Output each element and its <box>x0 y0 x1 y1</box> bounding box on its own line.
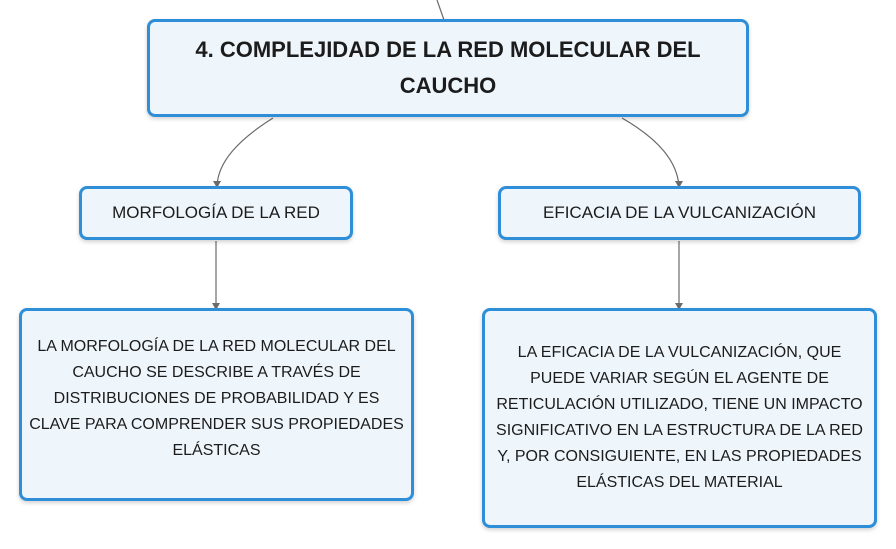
connector-arrowhead <box>213 181 221 188</box>
detail-text-morfologia: LA MORFOLOGÍA DE LA RED MOLECULAR DEL CA… <box>29 337 404 459</box>
detail-text-eficacia: LA EFICACIA DE LA VULCANIZACIÓN, QUE PUE… <box>496 344 863 491</box>
connector-arrowhead <box>675 181 683 188</box>
connector-from-parent <box>436 0 445 21</box>
detail-node-morfologia[interactable]: LA MORFOLOGÍA DE LA RED MOLECULAR DEL CA… <box>19 308 414 501</box>
detail-node-eficacia[interactable]: LA EFICACIA DE LA VULCANIZACIÓN, QUE PUE… <box>482 308 877 528</box>
subtopic-label-morfologia: MORFOLOGÍA DE LA RED <box>112 203 320 222</box>
subtopic-label-eficacia: EFICACIA DE LA VULCANIZACIÓN <box>542 203 816 222</box>
main-topic-node[interactable]: 4. COMPLEJIDAD DE LA RED MOLECULAR DEL C… <box>147 19 749 117</box>
connector-main-to-right-topic <box>621 117 680 187</box>
connector-arrowhead <box>675 303 683 310</box>
main-topic-label: 4. COMPLEJIDAD DE LA RED MOLECULAR DEL C… <box>195 37 701 98</box>
subtopic-node-eficacia[interactable]: EFICACIA DE LA VULCANIZACIÓN <box>498 186 861 240</box>
connector-arrowhead <box>212 303 220 310</box>
subtopic-node-morfologia[interactable]: MORFOLOGÍA DE LA RED <box>79 186 353 240</box>
connector-main-to-left-topic <box>216 117 274 187</box>
